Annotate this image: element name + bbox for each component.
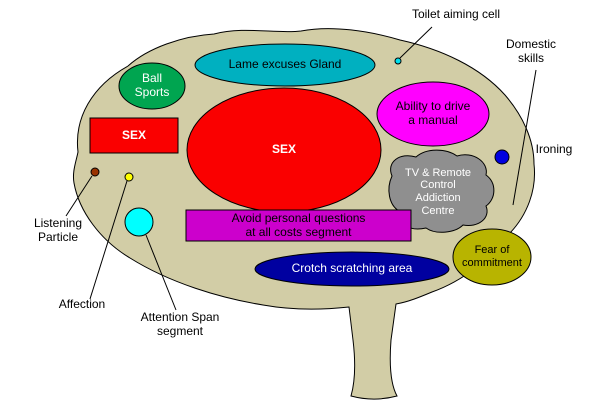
toilet-aiming-cell-dot bbox=[394, 57, 402, 65]
affection-dot bbox=[124, 172, 134, 182]
ironing-dot bbox=[494, 149, 510, 165]
sex-left-shape bbox=[89, 117, 179, 154]
toilet-aiming-line bbox=[399, 26, 433, 59]
attention-span-circle bbox=[124, 207, 154, 237]
listening-particle-line bbox=[65, 175, 93, 217]
ball-sports-shape bbox=[118, 62, 186, 110]
fear-commitment-shape bbox=[452, 228, 532, 286]
sex-center-shape bbox=[186, 87, 382, 213]
crotch-scratching-shape bbox=[254, 251, 450, 287]
lame-excuses-gland-shape bbox=[194, 43, 376, 87]
domestic-skills-line bbox=[512, 69, 537, 206]
avoid-questions-shape bbox=[185, 209, 412, 242]
listening-particle-dot bbox=[90, 167, 100, 177]
affection-line bbox=[89, 180, 128, 300]
drive-manual-shape bbox=[376, 81, 490, 147]
attention-span-line bbox=[145, 234, 177, 311]
